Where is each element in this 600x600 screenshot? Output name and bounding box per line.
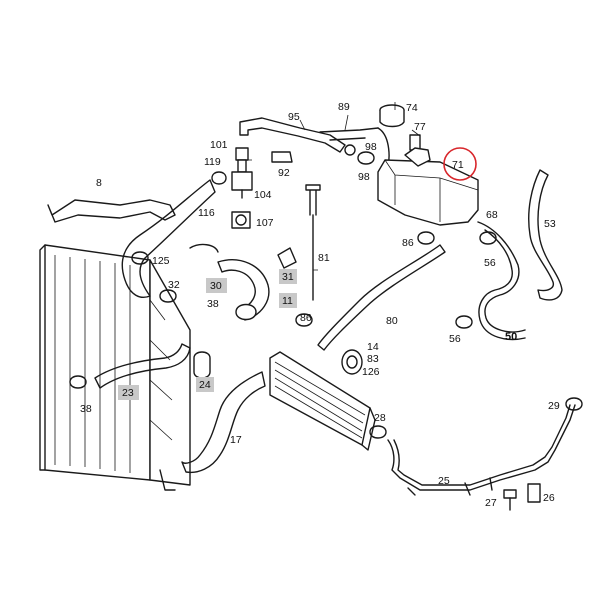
callout-98b: 98 (358, 171, 370, 183)
callout-126: 126 (362, 366, 380, 378)
callout-50: 50 (505, 331, 517, 343)
svg-text:30: 30 (210, 280, 222, 292)
clamp-29 (565, 397, 583, 411)
tag-24: 24 (196, 377, 214, 392)
tag-23: 23 (118, 385, 139, 400)
bolt-27 (503, 489, 517, 511)
clamp-24 (193, 351, 211, 379)
clamp-119 (211, 171, 227, 185)
radiator (39, 244, 191, 491)
callout-28: 28 (374, 412, 386, 424)
clamp-125 (131, 251, 149, 265)
hose-95 (239, 117, 346, 153)
tube-81 (305, 184, 321, 301)
callout-89: 89 (338, 101, 350, 113)
seal-ring-14 (341, 349, 363, 375)
clamp-28 (369, 425, 387, 439)
callout-32: 32 (168, 279, 180, 291)
callout-56b: 56 (449, 333, 461, 345)
callout-38b: 38 (80, 403, 92, 415)
tag-31: 31 (279, 269, 297, 284)
hose-23 (94, 343, 191, 389)
callout-92: 92 (278, 167, 290, 179)
clamp-31 (277, 247, 297, 269)
expansion-tank-71 (377, 147, 479, 226)
callout-8: 8 (96, 177, 102, 189)
callout-104: 104 (254, 189, 272, 201)
callout-29: 29 (548, 400, 560, 412)
callout-81: 81 (318, 252, 330, 264)
svg-text:11: 11 (282, 295, 293, 307)
callout-86b: 86 (300, 312, 312, 324)
callout-80: 80 (386, 315, 398, 327)
clamp-98a (357, 151, 375, 165)
clamp-56a (479, 231, 497, 245)
clamp-86b (295, 313, 313, 327)
callout-53: 53 (544, 218, 556, 230)
callout-101: 101 (210, 139, 228, 151)
callout-27: 27 (485, 497, 497, 509)
callout-86a: 86 (402, 237, 414, 249)
hose-80 (317, 244, 446, 351)
hose-116 (121, 179, 216, 298)
hose-68 (477, 221, 526, 333)
fitting-89 (319, 127, 379, 141)
callout-77: 77 (414, 121, 426, 133)
svg-text:23: 23 (122, 387, 134, 399)
callout-25: 25 (438, 475, 450, 487)
pump-107 (231, 211, 251, 229)
callout-17: 17 (230, 434, 242, 446)
tag-30: 30 (206, 278, 227, 293)
callout-116: 116 (198, 207, 215, 219)
callout-83: 83 (367, 353, 379, 365)
hose-53 (528, 169, 563, 301)
hose-17 (181, 371, 266, 474)
clamp-32 (159, 289, 177, 303)
callout-74: 74 (406, 102, 418, 114)
pipe-25 (387, 404, 576, 491)
callout-38a: 38 (207, 298, 219, 310)
clamp-38a (235, 303, 257, 321)
cap-74 (379, 104, 405, 128)
callout-95: 95 (288, 111, 300, 123)
callout-56a: 56 (484, 257, 496, 269)
clamp-38b (69, 375, 87, 389)
clamp-92 (271, 151, 293, 163)
callout-107: 107 (256, 217, 274, 229)
callout-125: 125 (152, 255, 170, 267)
svg-text:24: 24 (199, 379, 211, 391)
callout-26: 26 (543, 492, 555, 504)
callout-119: 119 (204, 156, 221, 168)
callout-14: 14 (367, 341, 379, 353)
oil-cooler (269, 351, 376, 451)
clamp-56b (455, 315, 473, 329)
tag-11: 11 (279, 293, 297, 308)
highlight-circle (443, 147, 477, 181)
svg-text:31: 31 (282, 271, 294, 283)
callout-68: 68 (486, 209, 498, 221)
callout-71: 71 (452, 159, 464, 171)
hose-8 (47, 199, 176, 223)
callout-98a: 98 (365, 141, 377, 153)
bracket-26 (527, 483, 541, 503)
valve-101 (231, 147, 253, 199)
clamp-86a (417, 231, 435, 245)
